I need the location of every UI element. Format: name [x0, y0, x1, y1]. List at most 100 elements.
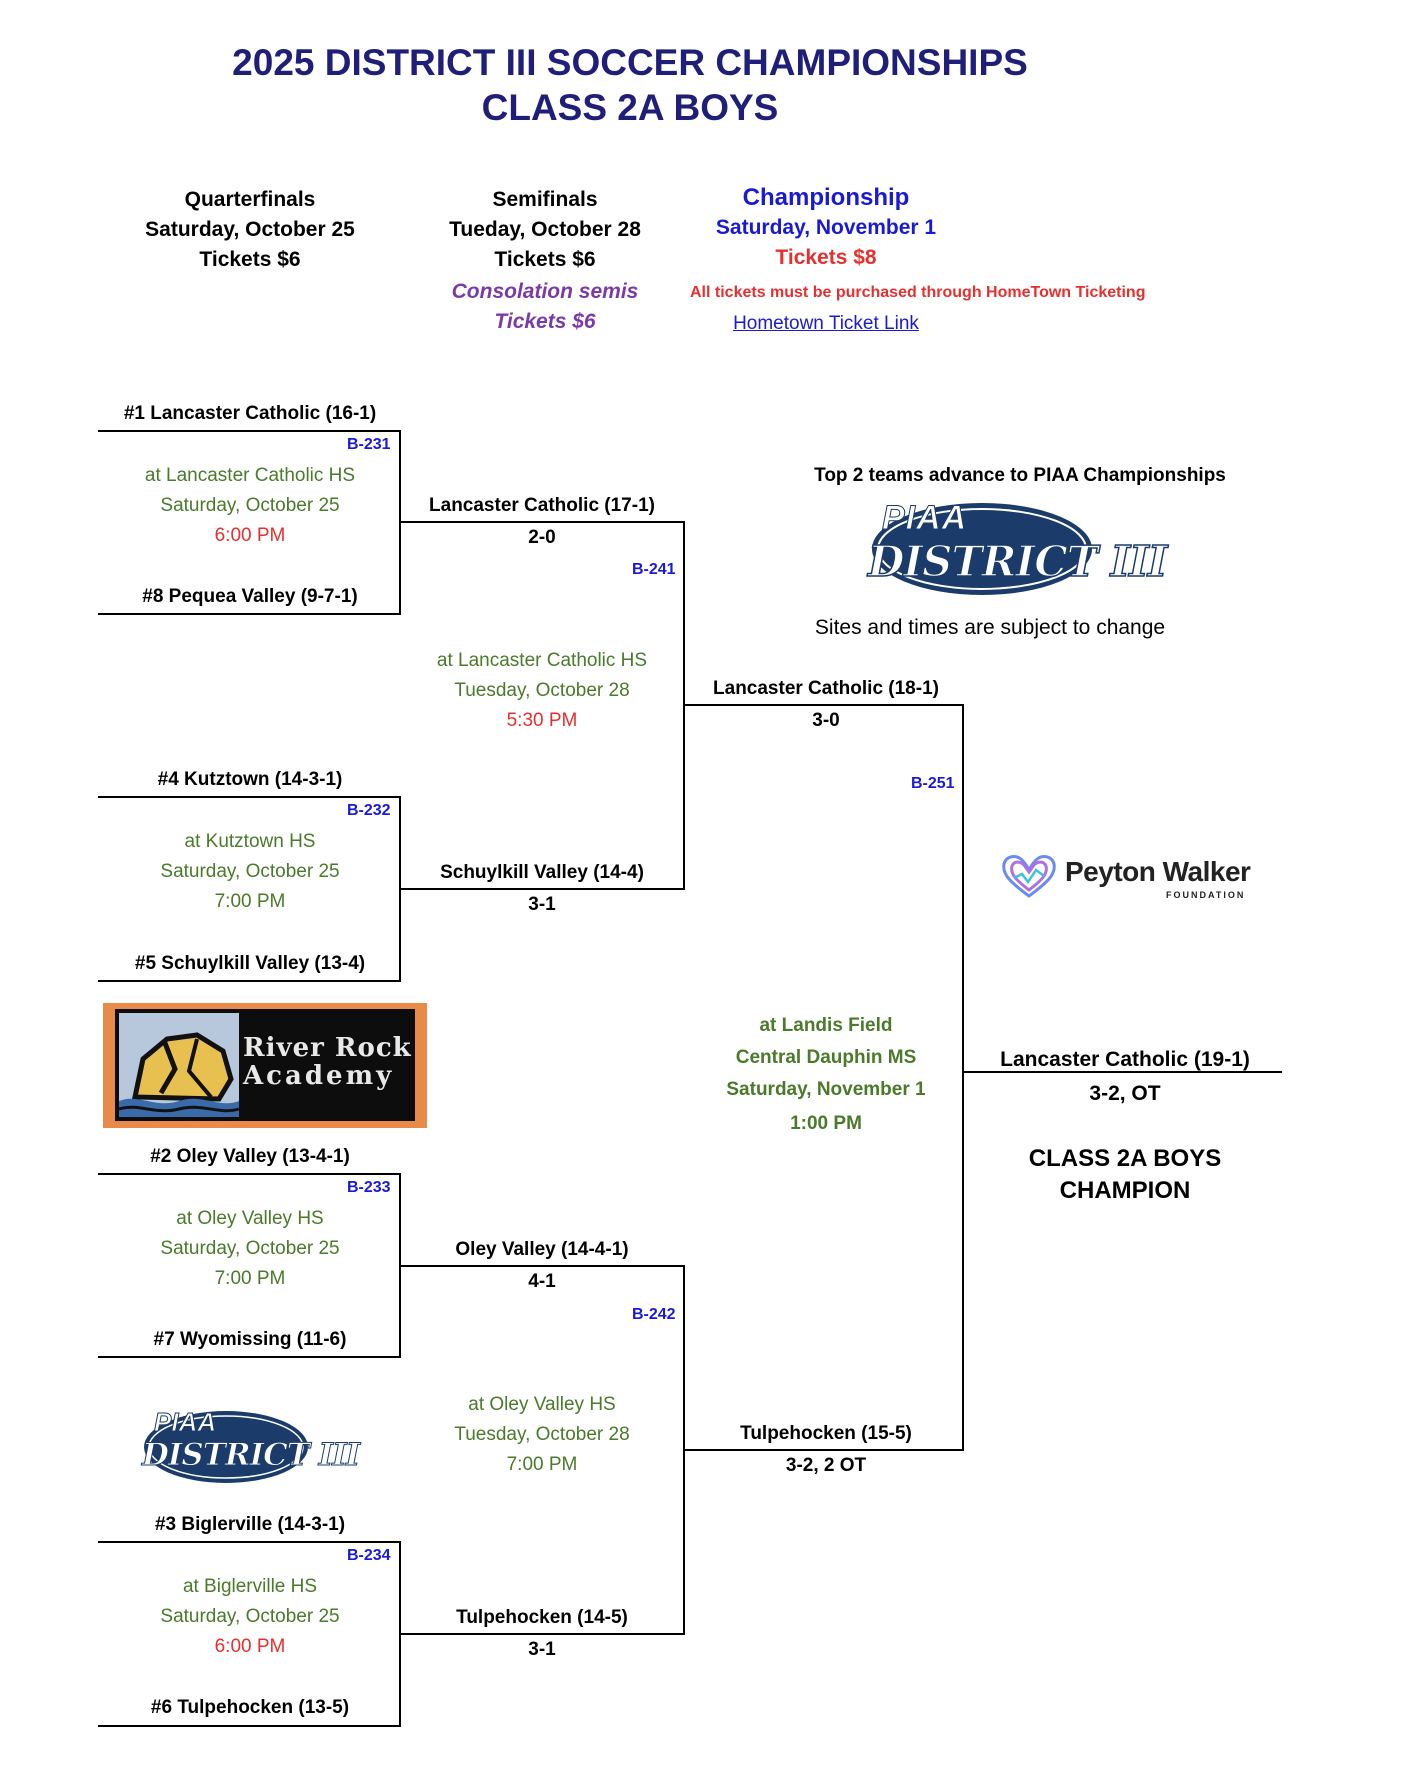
sf-tickets: Tickets $6 [494, 248, 596, 271]
qf1-date: Saturday, October 25 [160, 495, 340, 516]
ticket-notice: All tickets must be purchased through Ho… [690, 284, 1146, 301]
consolation-label: Consolation semis [451, 280, 639, 303]
qf4-top-line [98, 1541, 401, 1543]
sf2-venue-block: at Oley Valley HS Tuesday, October 28 7:… [392, 1390, 692, 1480]
sf1-bottom-line [399, 888, 685, 890]
sf-label: Semifinals [492, 188, 598, 211]
champion-line [962, 1071, 1282, 1073]
champ-date: Saturday, November 1 [715, 216, 937, 239]
title-line-2: CLASS 2A BOYS [481, 87, 779, 128]
semifinals-header: Semifinals Tueday, October 28 Tickets $6… [395, 185, 695, 337]
advance-note: Top 2 teams advance to PIAA Championship… [814, 465, 1226, 486]
sf1-venue: at Lancaster Catholic HS [436, 650, 648, 671]
peyton-walker-text: Peyton Walker [1065, 856, 1251, 887]
sfw2-team: Tulpehocken (15-5) [740, 1423, 912, 1444]
champ-label: Championship [742, 184, 910, 211]
qf2-venue: at Kutztown HS [184, 831, 316, 852]
qf2-time: 7:00 PM [214, 891, 286, 912]
champ-tickets: Tickets $8 [775, 246, 877, 269]
qf4-game-number: B-234 [347, 1547, 391, 1564]
sf2-date: Tuesday, October 28 [454, 1424, 630, 1445]
final-venue-block: at Landis Field Central Dauphin MS Satur… [676, 1010, 976, 1140]
sf1-game-number: B-241 [632, 561, 676, 578]
final-bottom-line [683, 1449, 964, 1451]
sf2-time: 7:00 PM [506, 1454, 578, 1475]
page-title: 2025 DISTRICT III SOCCER CHAMPIONSHIPS C… [180, 40, 1080, 130]
piaa-district-logo-top: PIAA DISTRICT III [862, 497, 1168, 597]
qf2-game-number: B-232 [347, 802, 391, 819]
quarterfinals-header: Quarterfinals Saturday, October 25 Ticke… [100, 185, 400, 275]
final-date: Saturday, November 1 [726, 1079, 926, 1100]
qf3-top-line [98, 1173, 401, 1175]
champion-caption-2: CHAMPION [1059, 1177, 1191, 1204]
foundation-text: FOUNDATION [1166, 890, 1246, 900]
qfw1-score: 2-0 [528, 527, 556, 548]
qf3-time: 7:00 PM [214, 1268, 286, 1289]
qfw3-team: Oley Valley (14-4-1) [455, 1239, 629, 1260]
qfw1-team: Lancaster Catholic (17-1) [429, 495, 655, 516]
river-rock-line-1: River Rock [243, 1033, 412, 1063]
qf1-top-line [98, 430, 401, 432]
heart-icon [1002, 855, 1056, 898]
river-rock-line-2: Academy [243, 1061, 395, 1091]
sf2-bottom-line [399, 1633, 685, 1635]
peyton-walker-logo: Peyton Walker FOUNDATION [1000, 850, 1270, 910]
qf1-venue-block: at Lancaster Catholic HS Saturday, Octob… [100, 461, 400, 551]
piaa-logo-bottom-graphic [144, 1411, 308, 1483]
hometown-ticket-link[interactable]: Hometown Ticket Link [733, 313, 919, 334]
qfw3-score: 4-1 [528, 1271, 556, 1292]
final-vline [962, 704, 964, 1451]
qf3-date: Saturday, October 25 [160, 1238, 340, 1259]
final-top-line [683, 704, 964, 706]
sf1-venue-block: at Lancaster Catholic HS Tuesday, Octobe… [392, 646, 692, 736]
qf1-top-team: #1 Lancaster Catholic (16-1) [123, 403, 377, 424]
final-venue-2: Central Dauphin MS [735, 1047, 917, 1068]
river-rock-academy-logo: River Rock Academy [103, 1003, 427, 1128]
qf1-time: 6:00 PM [214, 525, 286, 546]
qf3-top-team: #2 Oley Valley (13-4-1) [150, 1146, 350, 1167]
final-game-number: B-251 [911, 775, 955, 792]
qf4-bottom-team: #6 Tulpehocken (13-5) [150, 1697, 350, 1718]
subject-note: Sites and times are subject to change [814, 616, 1166, 639]
qf3-bottom-team: #7 Wyomissing (11-6) [153, 1329, 347, 1350]
qfw4-score: 3-1 [528, 1639, 556, 1660]
qf4-venue-block: at Biglerville HS Saturday, October 25 6… [100, 1572, 400, 1662]
rock-icon [118, 1013, 240, 1117]
champion-score: 3-2, OT [1089, 1082, 1161, 1105]
qf3-bottom-line [98, 1356, 401, 1358]
piaa-logo-graphic [872, 503, 1092, 595]
qf-tickets: Tickets $6 [199, 248, 301, 271]
qf3-venue: at Oley Valley HS [176, 1208, 324, 1229]
qf1-bottom-line [98, 613, 401, 615]
river-rock-text: River Rock Academy [243, 1034, 412, 1090]
qf2-bottom-line [98, 980, 401, 982]
piaa-logo-text: PIAA [881, 499, 968, 538]
district-logo-bottom-text: DISTRICT III [141, 1437, 360, 1474]
qf3-venue-block: at Oley Valley HS Saturday, October 25 7… [100, 1204, 400, 1294]
sfw1-score: 3-0 [812, 710, 840, 731]
champion-team: Lancaster Catholic (19-1) [1000, 1048, 1250, 1071]
sf1-time: 5:30 PM [506, 710, 578, 731]
championship-header: Championship Saturday, November 1 Ticket… [676, 183, 976, 273]
consolation-tickets: Tickets $6 [494, 310, 596, 333]
qf-label: Quarterfinals [184, 188, 316, 211]
title-line-1: 2025 DISTRICT III SOCCER CHAMPIONSHIPS [232, 42, 1028, 83]
qf4-date: Saturday, October 25 [160, 1606, 340, 1627]
sfw1-team: Lancaster Catholic (18-1) [713, 678, 939, 699]
final-venue-1: at Landis Field [759, 1015, 893, 1036]
district-logo-text: DISTRICT III [867, 536, 1168, 587]
qf1-venue: at Lancaster Catholic HS [144, 465, 356, 486]
qf2-venue-block: at Kutztown HS Saturday, October 25 7:00… [100, 827, 400, 917]
qf-date: Saturday, October 25 [145, 218, 355, 241]
piaa-logo-bottom-text: PIAA [153, 1407, 217, 1438]
sf2-top-line [399, 1265, 685, 1267]
qf4-venue: at Biglerville HS [182, 1576, 318, 1597]
qf4-bottom-line [98, 1725, 401, 1727]
sf-date: Tueday, October 28 [449, 218, 641, 241]
final-time: 1:00 PM [790, 1113, 862, 1134]
qf4-time: 6:00 PM [214, 1636, 286, 1657]
qf1-bottom-team: #8 Pequea Valley (9-7-1) [142, 586, 358, 607]
sfw2-score: 3-2, 2 OT [785, 1455, 867, 1476]
qf2-bottom-team: #5 Schuylkill Valley (13-4) [134, 953, 366, 974]
champion-caption: CLASS 2A BOYS CHAMPION [975, 1143, 1275, 1207]
